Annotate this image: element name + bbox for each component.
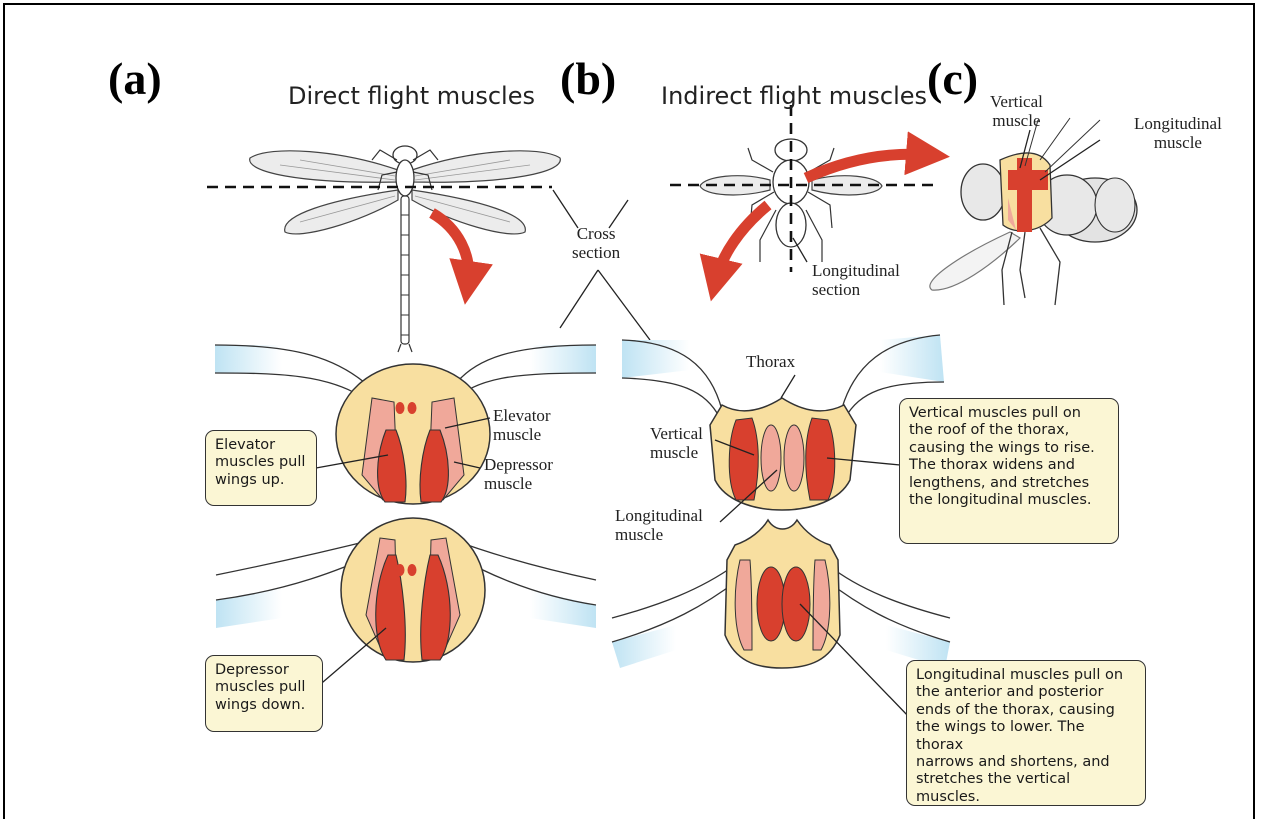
heading-direct-flight-muscles: Direct flight muscles bbox=[288, 84, 535, 108]
panel-letter-b: (b) bbox=[560, 56, 616, 102]
callout-depressor-muscles: Depressor muscles pull wings down. bbox=[205, 655, 323, 732]
panel-letter-a: (a) bbox=[108, 56, 162, 102]
label-elevator-muscle: Elevator muscle bbox=[493, 406, 551, 444]
label-longitudinal-muscle-section: Longitudinal muscle bbox=[615, 506, 703, 544]
label-thorax: Thorax bbox=[746, 352, 795, 371]
fly-side-view-illustration bbox=[930, 118, 1137, 305]
label-vertical-muscle-section: Vertical muscle bbox=[650, 424, 703, 462]
callout-elevator-muscles: Elevator muscles pull wings up. bbox=[205, 430, 317, 506]
heading-indirect-flight-muscles: Indirect flight muscles bbox=[661, 84, 927, 108]
cross-section-leaders bbox=[553, 190, 807, 340]
panel-letter-c: (c) bbox=[927, 56, 978, 102]
direct-wings-down-section bbox=[216, 518, 596, 662]
label-longitudinal-section: Longitudinal section bbox=[812, 261, 900, 299]
label-vertical-muscle-side: Vertical muscle bbox=[990, 92, 1043, 130]
label-depressor-muscle: Depressor muscle bbox=[484, 455, 553, 493]
callout-vertical-muscles: Vertical muscles pull on the roof of the… bbox=[899, 398, 1119, 544]
dragonfly-illustration bbox=[250, 146, 561, 352]
label-longitudinal-muscle-side: Longitudinal muscle bbox=[1134, 114, 1222, 152]
callout-longitudinal-muscles: Longitudinal muscles pull on the anterio… bbox=[906, 660, 1146, 806]
label-cross-section: Cross section bbox=[572, 224, 620, 262]
